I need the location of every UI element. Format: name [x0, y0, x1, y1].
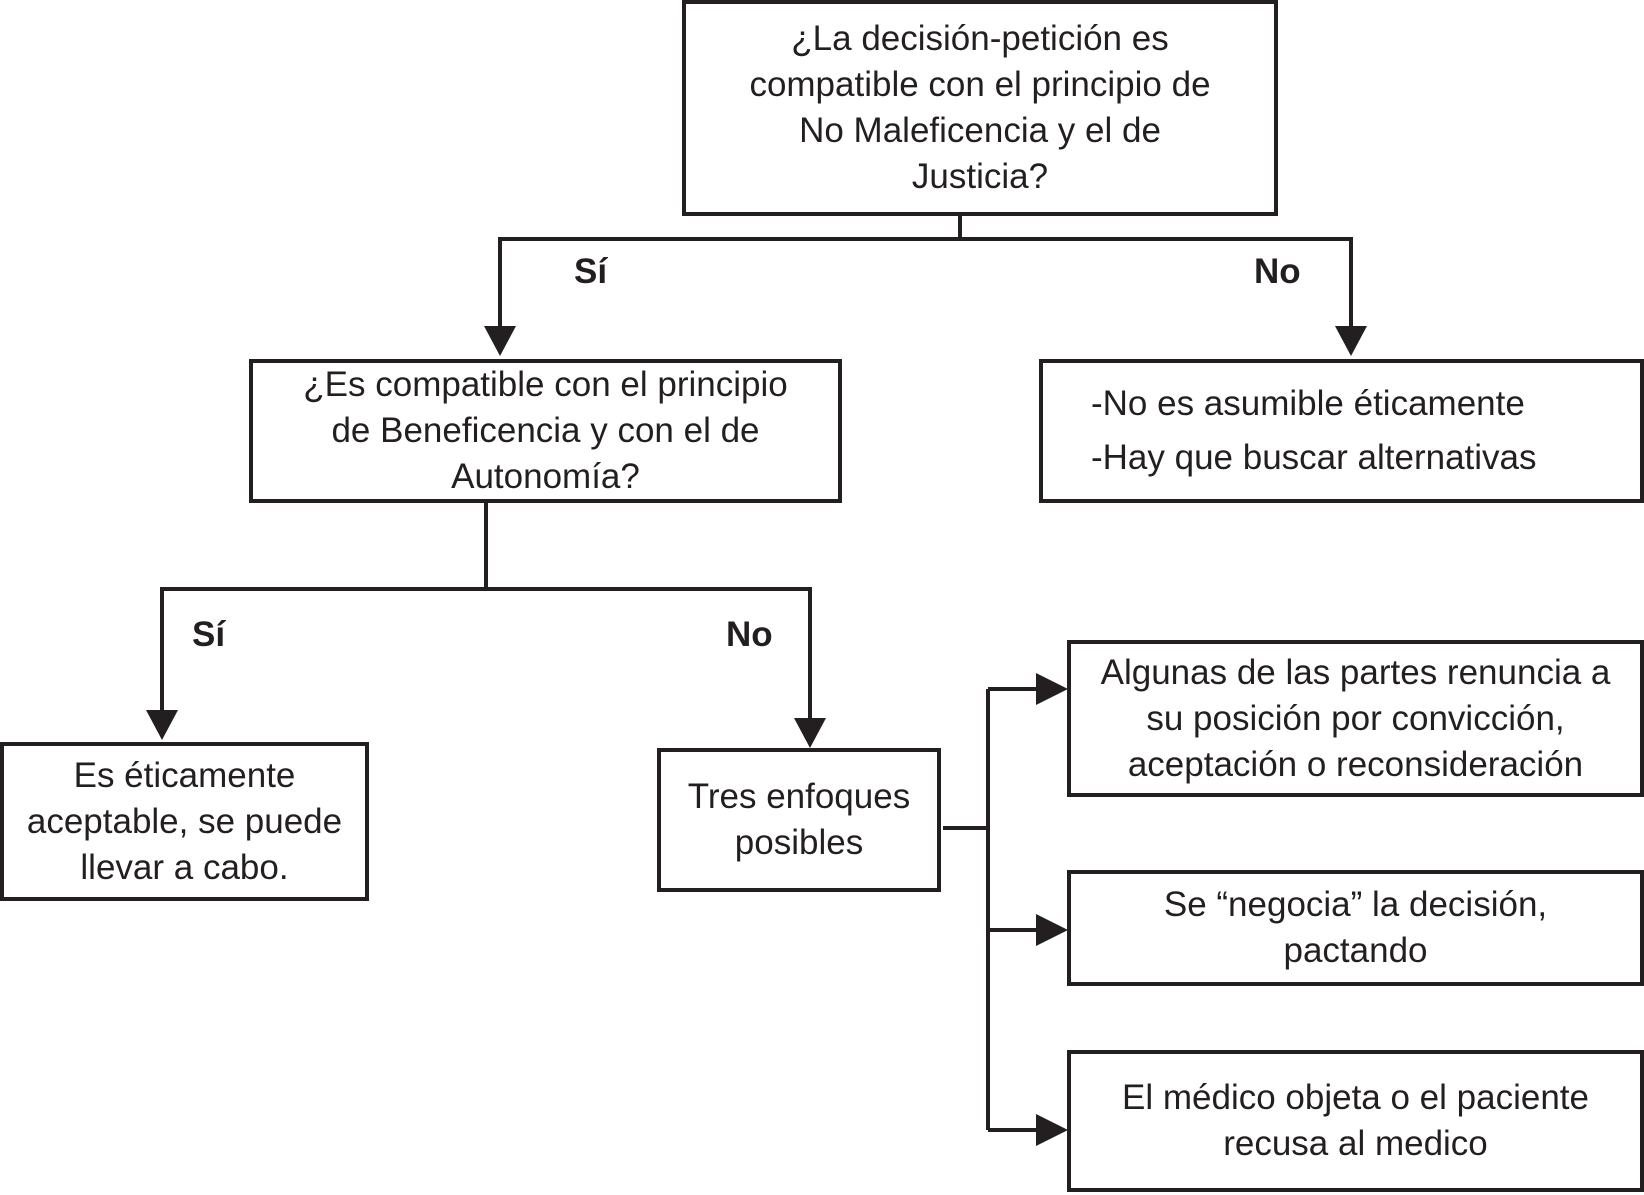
box-text-line: Algunas de las partes renuncia a [1100, 652, 1611, 692]
box-text-line: ¿La decisión-petición es [791, 19, 1169, 58]
not-ethically-acceptable-box: -No es asumible éticamente -Hay que busc… [1039, 359, 1644, 503]
connector-q2-split [160, 503, 488, 712]
question-nonmaleficence-justice-box: ¿La decisión-petición es compatible con … [682, 0, 1278, 216]
box-text-line: aceptación o reconsideración [1127, 744, 1584, 784]
box-text-line: llevar a cabo. [80, 847, 289, 887]
ethically-acceptable-box: Es éticamente aceptable, se puede llevar… [0, 742, 369, 901]
arrowhead-to-three-approaches [794, 718, 826, 748]
box-text-line: ¿Es compatible con el principio [303, 365, 788, 404]
option-negotiate-box: Se “negocia” la decisión, pactando [1067, 870, 1644, 986]
box-text-line: aceptable, se puede [26, 801, 343, 841]
arrowhead-to-q2 [484, 326, 516, 356]
arrowhead-to-no-result [1335, 326, 1367, 356]
box-text-line: Autonomía? [451, 457, 640, 496]
q2-yes-label: Sí [192, 615, 226, 654]
box-text-line: recusa al medico [1223, 1124, 1488, 1163]
box-text-line: Se “negocia” la decisión, [1163, 885, 1548, 924]
box-text-line: Tres enfoques [687, 777, 911, 816]
three-approaches-box: Tres enfoques posibles [657, 748, 941, 892]
q2-no-label: No [726, 615, 773, 654]
arrowhead-to-option1 [1036, 673, 1068, 705]
arrowhead-to-option2 [1036, 914, 1068, 946]
connector-q1-no [960, 237, 1353, 328]
connector-q1-split [498, 213, 962, 328]
option-renounce-position-box: Algunas de las partes renuncia a su posi… [1067, 640, 1644, 797]
box-text-line: -Hay que buscar alternativas [1091, 438, 1537, 477]
box-text-line: Es éticamente [73, 755, 296, 795]
q1-no-label: No [1254, 252, 1301, 291]
question-beneficence-autonomy-box: ¿Es compatible con el principio de Benef… [249, 359, 842, 503]
arrowhead-to-yes-result [146, 710, 178, 740]
box-text-line: compatible con el principio de [749, 65, 1211, 104]
box-text-line: su posición por convicción, [1146, 698, 1565, 738]
box-text-line: No Maleficencia y el de [799, 111, 1161, 150]
connector-q2-no [486, 587, 812, 720]
arrowhead-to-option3 [1036, 1114, 1068, 1146]
box-text-line: El médico objeta o el paciente [1122, 1078, 1589, 1117]
box-text-line: Justicia? [911, 157, 1049, 196]
option-object-recuse-box: El médico objeta o el paciente recusa al… [1067, 1050, 1644, 1192]
q1-yes-label: Sí [574, 252, 608, 291]
box-text-line: posibles [734, 823, 864, 862]
box-text-line: de Beneficencia y con el de [331, 411, 760, 450]
box-text-line: pactando [1283, 931, 1428, 970]
box-text-line: -No es asumible éticamente [1091, 384, 1525, 423]
